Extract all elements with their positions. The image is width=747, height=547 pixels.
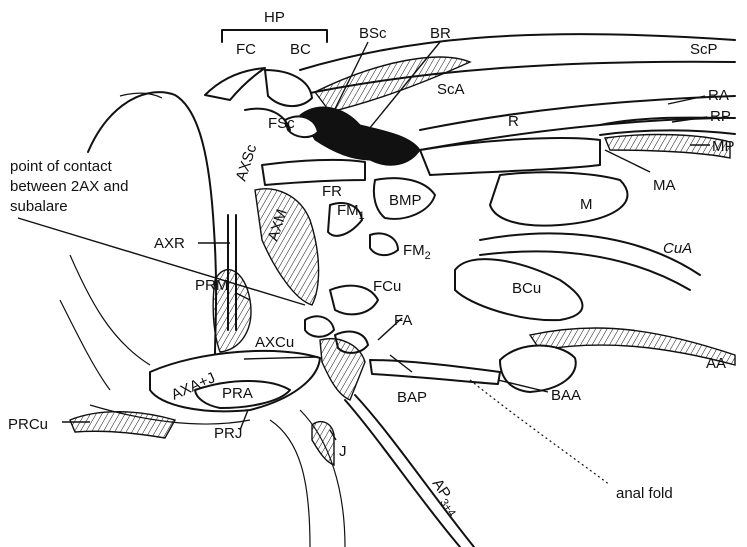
label-r: R [508, 113, 519, 130]
label-cua: CuA [663, 240, 692, 257]
label-m: M [580, 196, 593, 213]
label-fc: FC [236, 41, 256, 58]
label-aa: AA [706, 355, 726, 372]
label-prcu: PRCu [8, 416, 48, 433]
label-anal-fold: anal fold [616, 485, 673, 502]
label-fm2-sub: 2 [425, 250, 431, 262]
label-bc: BC [290, 41, 311, 58]
label-prm: PRM [195, 277, 228, 294]
label-scp: ScP [690, 41, 718, 58]
label-bcu: BCu [512, 280, 541, 297]
label-fa: FA [394, 312, 412, 329]
label-baa: BAA [551, 387, 581, 404]
label-contact-line3: subalare [10, 198, 68, 215]
label-ra: RA [708, 87, 729, 104]
label-mp: MP [712, 138, 735, 155]
label-bap: BAP [397, 389, 427, 406]
label-bmp: BMP [389, 192, 422, 209]
label-j: J [339, 443, 347, 460]
label-fm2-main: FM [403, 242, 425, 259]
label-contact-line2: between 2AX and [10, 178, 128, 195]
label-fm1-sub: 1 [359, 210, 365, 222]
label-axsc: AXSc [233, 142, 261, 183]
label-hp: HP [264, 9, 285, 26]
label-fm2: FM2 [403, 242, 431, 262]
label-fr: FR [322, 183, 342, 200]
label-br: BR [430, 25, 451, 42]
label-ap-main: AP [429, 476, 454, 502]
label-axcu: AXCu [255, 334, 294, 351]
label-ma: MA [653, 177, 676, 194]
label-rp: RP [710, 108, 731, 125]
label-pra: PRA [222, 385, 253, 402]
label-contact-line1: point of contact [10, 158, 113, 175]
label-fm1-main: FM [337, 202, 359, 219]
label-prj: PRJ [214, 425, 242, 442]
label-fsc: FSc [268, 115, 295, 132]
label-sca: ScA [437, 81, 465, 98]
label-bsc: BSc [359, 25, 387, 42]
label-fcu: FCu [373, 278, 401, 295]
label-axr: AXR [154, 235, 185, 252]
